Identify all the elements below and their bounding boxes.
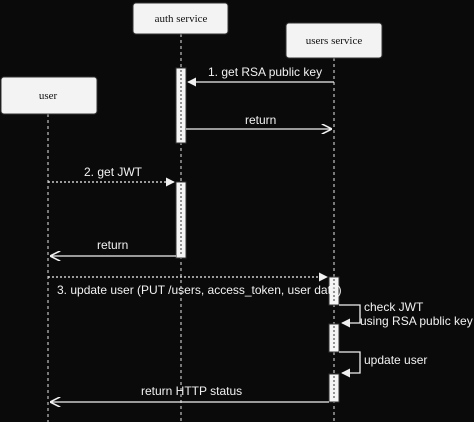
return-label: return bbox=[97, 238, 128, 252]
users-activation-2 bbox=[328, 323, 340, 353]
users-activation-1 bbox=[328, 276, 340, 306]
return-label: return HTTP status bbox=[141, 384, 242, 398]
self-message-arrow bbox=[339, 351, 361, 378]
self-message-label: update user bbox=[364, 353, 427, 367]
user-label: user bbox=[39, 90, 58, 102]
user-box bbox=[0, 76, 98, 115]
self-message-label-line2: using RSA public key bbox=[360, 314, 473, 328]
auth-activation-1 bbox=[175, 67, 187, 144]
message-get-rsa-public-key: 1. get RSA public key bbox=[187, 65, 334, 87]
self-message-label-line1: check JWT bbox=[364, 300, 424, 314]
message-label: 2. get JWT bbox=[84, 165, 143, 179]
users-service-label: users service bbox=[306, 35, 363, 47]
auth-service-participant: auth service bbox=[132, 2, 229, 35]
users-service-box bbox=[285, 22, 383, 59]
activation-bar bbox=[175, 67, 187, 144]
message-update-user: 3. update user (PUT /users, access_token… bbox=[48, 272, 342, 297]
message-label: 1. get RSA public key bbox=[208, 65, 322, 79]
auth-activation-2 bbox=[175, 181, 187, 259]
user-participant: user bbox=[0, 76, 98, 115]
message-label: 3. update user (PUT /users, access_token… bbox=[57, 283, 342, 297]
return-label: return bbox=[245, 113, 276, 127]
self-message-check-jwt: check JWT using RSA public key bbox=[339, 300, 473, 328]
message-return-jwt: return bbox=[51, 238, 176, 256]
message-get-jwt: 2. get JWT bbox=[48, 165, 175, 187]
auth-service-label: auth service bbox=[155, 13, 208, 25]
message-return-http-status: return HTTP status bbox=[51, 384, 329, 402]
auth-service-box bbox=[132, 2, 229, 35]
self-message-update-user: update user bbox=[339, 351, 427, 378]
users-service-participant: users service bbox=[285, 22, 383, 59]
message-return-rsa-key: return bbox=[186, 113, 331, 129]
users-activation-3 bbox=[328, 373, 340, 403]
self-message-arrow bbox=[339, 304, 361, 328]
